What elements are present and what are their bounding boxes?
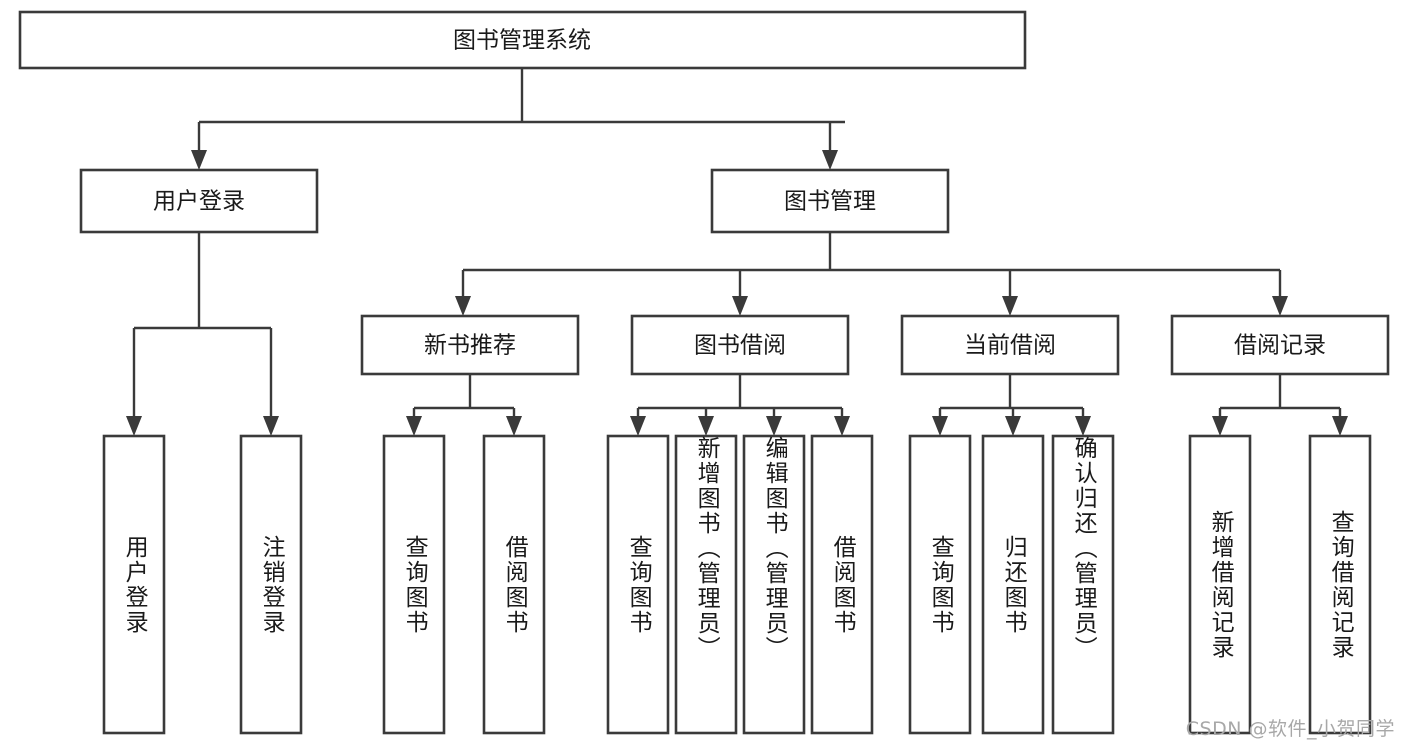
node-leaf-query-record[interactable] <box>1308 434 1372 735</box>
csdn-watermark: CSDN @软件_小贺同学 <box>1185 718 1395 740</box>
connector-userlogin-to-leaves <box>126 232 279 436</box>
node-user-login[interactable]: 用户登录 <box>79 168 319 234</box>
node-leaf-add-record[interactable] <box>1188 434 1252 735</box>
node-book-manage-label: 图书管理 <box>784 189 876 215</box>
node-book-borrow[interactable]: 图书借阅 <box>630 314 850 376</box>
node-book-borrow-label: 图书借阅 <box>694 333 786 359</box>
node-leaf-return-book[interactable] <box>981 434 1045 735</box>
node-leaf-borrow-book-1[interactable] <box>482 434 546 735</box>
node-root[interactable]: 图书管理系统 <box>18 10 1027 70</box>
connector-bookmanage-to-level3 <box>455 232 1288 316</box>
node-leaf-query-book-3[interactable] <box>908 434 972 735</box>
node-borrow-record[interactable]: 借阅记录 <box>1170 314 1390 376</box>
leaf-rects <box>102 434 1372 735</box>
node-root-label: 图书管理系统 <box>453 28 591 54</box>
connector-currentborrow-to-leaves <box>932 374 1091 436</box>
node-leaf-add-book[interactable] <box>674 434 738 735</box>
node-leaf-user-login[interactable] <box>102 434 166 735</box>
node-borrow-record-label: 借阅记录 <box>1234 333 1326 359</box>
connector-newbook-to-leaves <box>406 374 522 436</box>
connector-root-to-level2 <box>191 68 845 170</box>
node-leaf-query-book-2[interactable] <box>606 434 670 735</box>
node-book-manage[interactable]: 图书管理 <box>710 168 950 234</box>
node-leaf-confirm-return[interactable] <box>1051 434 1115 735</box>
node-leaf-borrow-book-2[interactable] <box>810 434 874 735</box>
node-user-login-label: 用户登录 <box>153 189 245 215</box>
node-new-book-recommend-label: 新书推荐 <box>424 333 516 359</box>
node-current-borrow[interactable]: 当前借阅 <box>900 314 1120 376</box>
connector-bookborrow-to-leaves <box>630 374 850 436</box>
connector-borrowrecord-to-leaves <box>1212 374 1348 436</box>
node-current-borrow-label: 当前借阅 <box>964 333 1056 359</box>
node-leaf-query-book-1[interactable] <box>382 434 446 735</box>
node-new-book-recommend[interactable]: 新书推荐 <box>360 314 580 376</box>
node-leaf-logout[interactable] <box>239 434 303 735</box>
node-leaf-edit-book[interactable] <box>742 434 806 735</box>
